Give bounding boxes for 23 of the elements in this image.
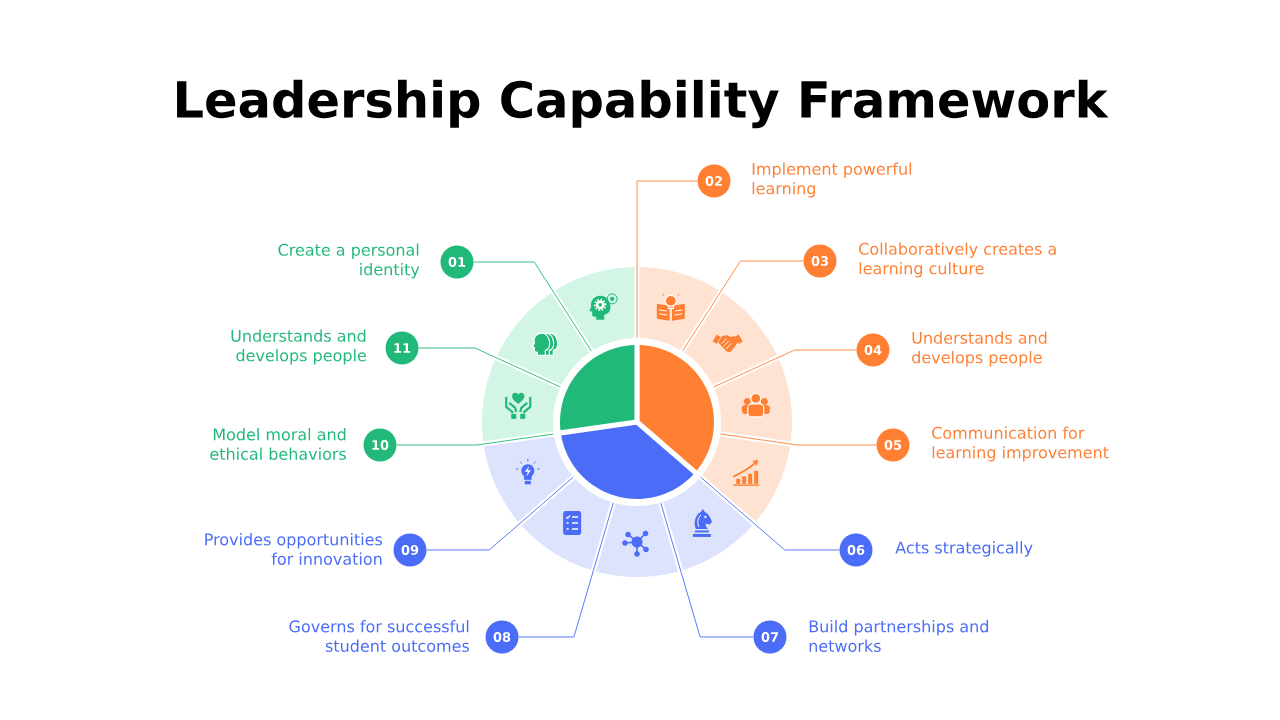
leader-line [682, 260, 804, 352]
description-text: Understands and develops people [912, 331, 1047, 367]
leader-line [713, 349, 857, 388]
title: Leadership Capability Framework [177, 79, 1109, 129]
description-text: Communication for learning improvement [932, 426, 1109, 462]
description-text: Understands and develops people [231, 329, 366, 365]
leader-line [396, 433, 555, 446]
description-text: Model moral and ethical behaviors [210, 428, 347, 460]
description-text: Provides opportunities for innovation [205, 533, 383, 565]
leader-line [700, 476, 840, 551]
leader-line [418, 347, 561, 388]
leader-line [473, 261, 592, 352]
description-text: Create a personal identity [278, 243, 420, 279]
description-text: Collaboratively creates a learning culture [859, 242, 1056, 278]
description-text: Acts strategically [895, 541, 1033, 557]
description-text: Governs for successful student outcomes [289, 620, 470, 652]
description-text: Build partnerships and networks [809, 620, 988, 652]
leader-line [518, 502, 614, 638]
leader-line [636, 180, 698, 339]
leader-line [719, 433, 877, 446]
leader-line [426, 476, 574, 551]
description-text: Implement powerful learning [752, 162, 912, 198]
leader-line [660, 502, 754, 638]
